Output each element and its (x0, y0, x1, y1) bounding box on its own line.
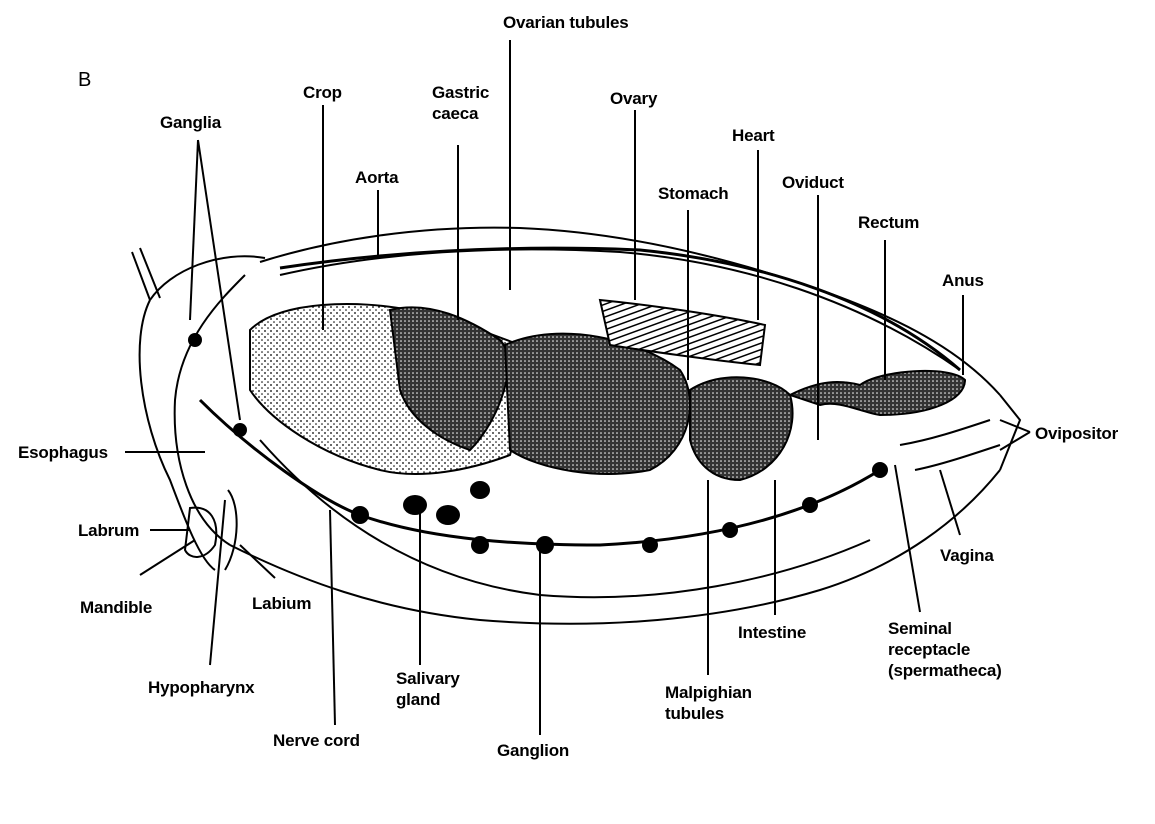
label-ovary: Ovary (610, 88, 657, 109)
stomach-shape (505, 334, 690, 474)
label-stomach: Stomach (658, 183, 728, 204)
label-nerve-cord: Nerve cord (273, 730, 360, 751)
label-labium: Labium (252, 593, 311, 614)
label-salivary-gland: Salivary gland (396, 668, 460, 710)
label-oviduct: Oviduct (782, 172, 844, 193)
salivary-gland-shape (403, 481, 490, 525)
label-vagina: Vagina (940, 545, 994, 566)
label-esophagus: Esophagus (18, 442, 108, 463)
label-anus: Anus (942, 270, 984, 291)
label-intestine: Intestine (738, 622, 806, 643)
label-heart: Heart (732, 125, 774, 146)
label-labrum: Labrum (78, 520, 139, 541)
label-aorta: Aorta (355, 167, 398, 188)
intestine-shape (690, 377, 793, 480)
label-seminal-receptacle: Seminal receptacle (spermatheca) (888, 618, 1002, 681)
label-hypopharynx: Hypopharynx (148, 677, 254, 698)
label-ovipositor: Ovipositor (1035, 423, 1118, 444)
label-gastric-caeca: Gastric caeca (432, 82, 489, 124)
label-ganglia: Ganglia (160, 112, 221, 133)
label-mandible: Mandible (80, 597, 152, 618)
head-outline (132, 248, 265, 570)
label-ovarian-tubules: Ovarian tubules (503, 12, 628, 33)
label-rectum: Rectum (858, 212, 919, 233)
label-malpighian-tubules: Malpighian tubules (665, 682, 752, 724)
label-ganglion: Ganglion (497, 740, 569, 761)
label-crop: Crop (303, 82, 342, 103)
panel-letter: B (78, 70, 91, 91)
rectum-shape (790, 371, 965, 415)
